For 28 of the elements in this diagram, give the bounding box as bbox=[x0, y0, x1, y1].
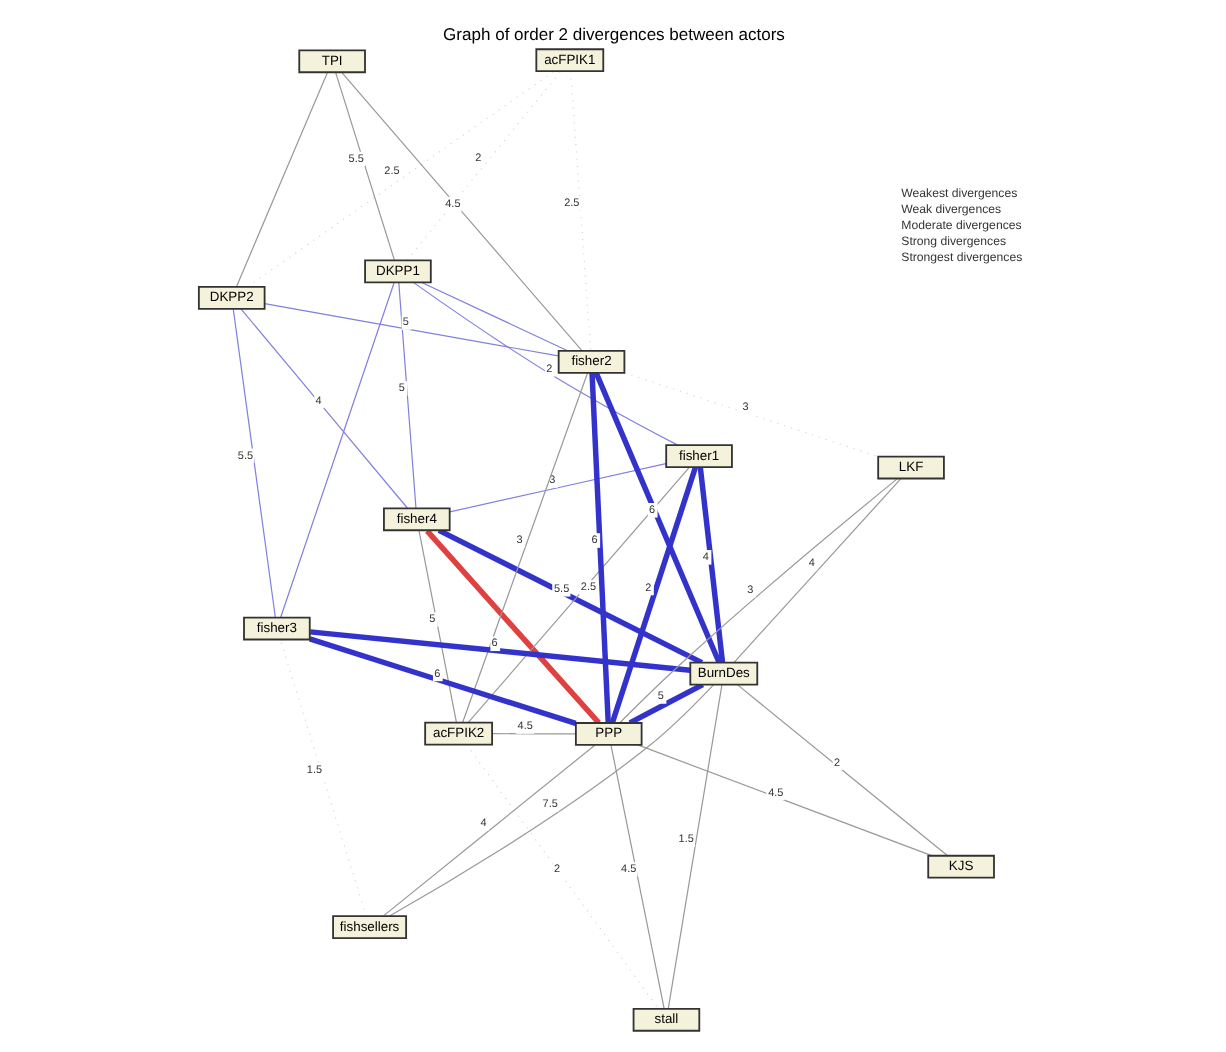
connector bbox=[308, 629, 690, 673]
connector bbox=[466, 466, 690, 723]
connector bbox=[622, 372, 878, 458]
connector bbox=[436, 527, 703, 666]
connector bbox=[666, 684, 722, 1010]
connector bbox=[465, 744, 658, 1010]
connector bbox=[609, 744, 664, 1010]
connector bbox=[736, 684, 947, 857]
connector bbox=[618, 478, 897, 724]
connector bbox=[627, 682, 704, 726]
connector bbox=[279, 281, 394, 618]
connector bbox=[461, 372, 588, 724]
connector bbox=[448, 462, 666, 513]
connector bbox=[263, 303, 558, 357]
connector bbox=[608, 466, 697, 724]
connector bbox=[381, 744, 595, 917]
connector bbox=[405, 71, 561, 261]
connector bbox=[417, 530, 457, 724]
connector bbox=[412, 282, 678, 446]
connector bbox=[636, 744, 932, 857]
connector bbox=[732, 478, 901, 664]
connector bbox=[234, 72, 327, 288]
connector bbox=[490, 733, 576, 735]
diagram-title: Graph of order 2 divergences between actors bbox=[442, 23, 784, 44]
connector bbox=[334, 72, 394, 261]
connector bbox=[420, 281, 568, 352]
connector bbox=[387, 684, 713, 917]
connector bbox=[592, 371, 721, 664]
